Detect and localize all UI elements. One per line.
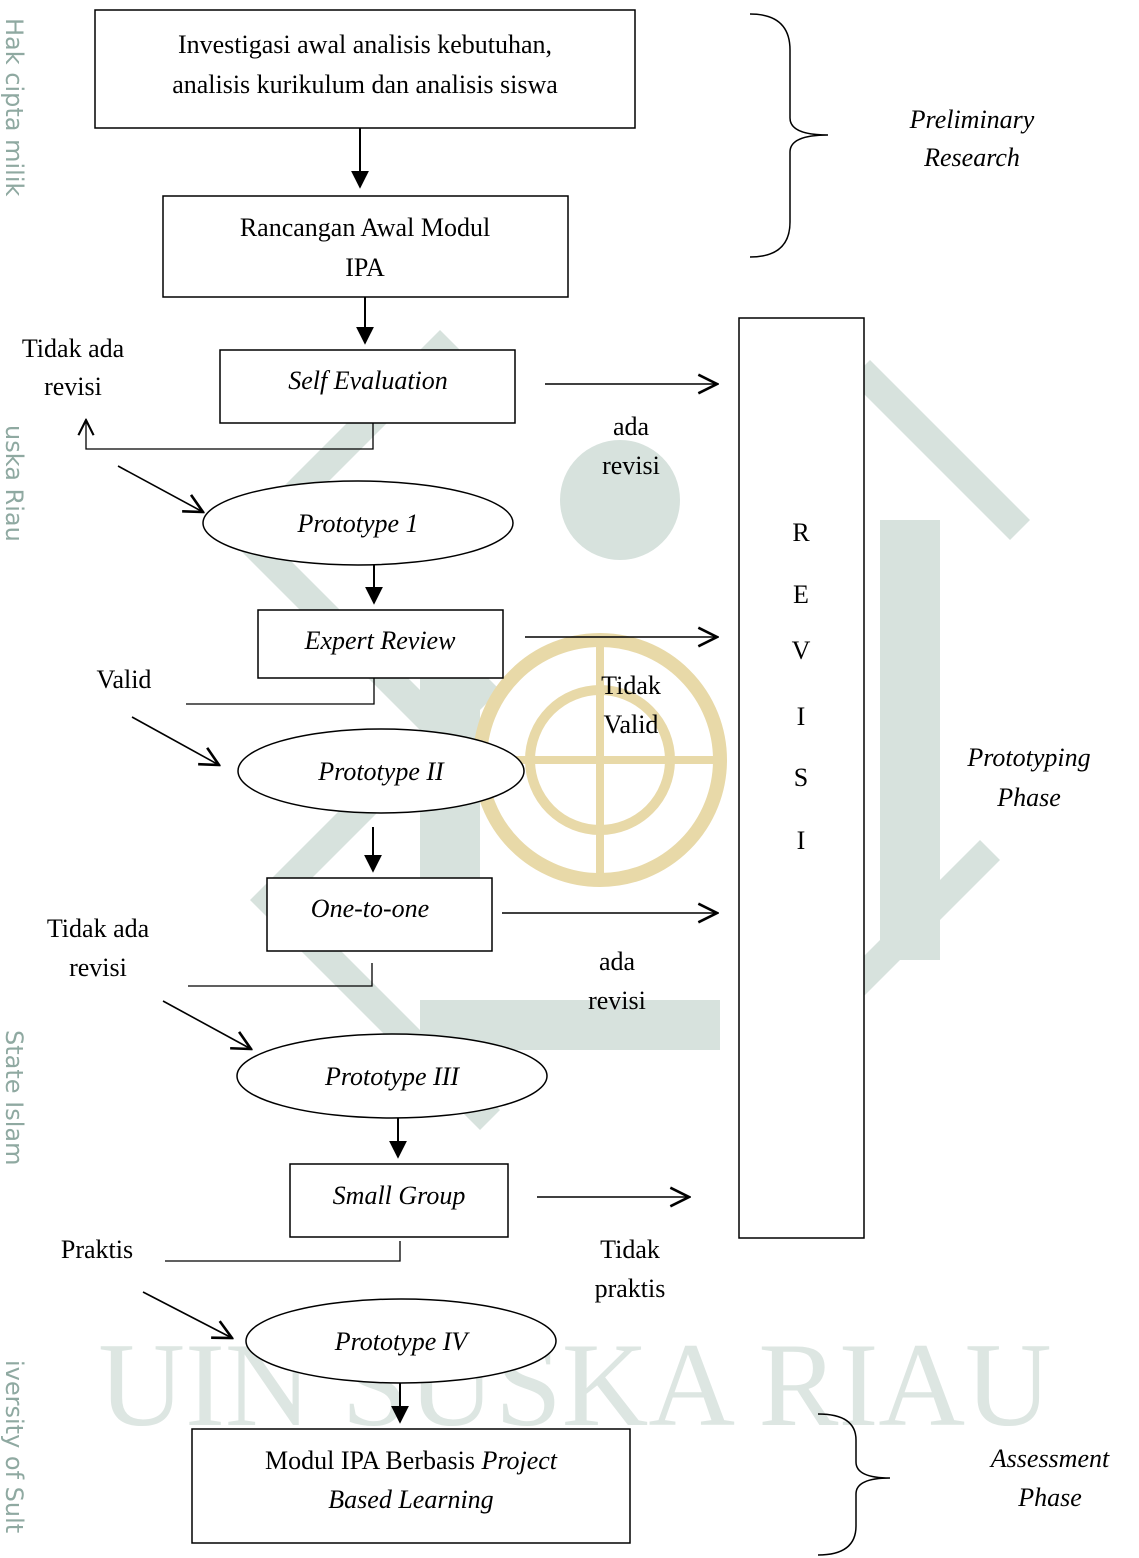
self-evaluation-box: Self Evaluation [219, 349, 516, 424]
small-group-label: Small Group [333, 1181, 466, 1210]
label-tidak-ada-revisi-1a: Tidak ada [22, 334, 125, 363]
watermark-side-text: Hak cipta milik uska Riau State Islam iv… [0, 18, 28, 1533]
rancangan-line-2: IPA [345, 253, 385, 282]
investigasi-line-1: Investigasi awal analisis kebutuhan, [178, 30, 552, 59]
revisi-letter-i: I [797, 702, 806, 731]
label-valid: Valid [97, 665, 152, 694]
self-evaluation-label: Self Evaluation [288, 366, 448, 395]
side-text-3: State Islam [0, 1030, 28, 1166]
feedback-one-to-one [188, 963, 373, 987]
prototype-2-label: Prototype II [317, 757, 445, 786]
preliminary-brace [749, 13, 829, 258]
revisi-letter-r: R [792, 518, 810, 547]
expert-review-label: Expert Review [304, 626, 457, 655]
final-module-box: Modul IPA Berbasis Project Based Learnin… [191, 1428, 631, 1544]
label-tidak-ada-revisi-1b: revisi [44, 372, 102, 401]
prototype-4-ellipse: Prototype IV [245, 1298, 557, 1384]
arrow-to-prototype-2 [131, 716, 219, 765]
revisi-letter-e: E [793, 580, 809, 609]
label-tidak-valid-a: Tidak [601, 671, 661, 700]
final-module-line-1: Modul IPA Berbasis Project [265, 1446, 558, 1475]
phase-assessment-2: Phase [1017, 1483, 1082, 1512]
label-ada-revisi-2a: ada [599, 947, 636, 976]
assessment-brace [817, 1413, 891, 1556]
feedback-expert-review [186, 678, 375, 705]
prototype-1-label: Prototype 1 [296, 509, 418, 538]
label-tidak-valid-b: Valid [604, 710, 659, 739]
investigasi-box: Investigasi awal analisis kebutuhan, ana… [94, 9, 636, 129]
arrow-to-prototype-1 [117, 465, 203, 512]
phase-prototyping-2: Phase [996, 783, 1061, 812]
rancangan-line-1: Rancangan Awal Modul [240, 213, 490, 242]
phase-assessment-1: Assessment [989, 1444, 1110, 1473]
label-ada-revisi-2b: revisi [588, 986, 646, 1015]
prototype-3-ellipse: Prototype III [236, 1033, 548, 1119]
small-group-box: Small Group [289, 1163, 509, 1238]
final-module-text-a: Modul IPA Berbasis [265, 1446, 481, 1475]
arrow-to-prototype-4 [142, 1291, 232, 1338]
phase-preliminary-2: Research [923, 143, 1020, 172]
rancangan-box: Rancangan Awal Modul IPA [162, 195, 569, 298]
label-tidak-ada-revisi-2a: Tidak ada [47, 914, 150, 943]
prototype-3-label: Prototype III [324, 1062, 460, 1091]
revisi-box: R E V I S I [738, 317, 865, 1239]
prototype-2-ellipse: Prototype II [237, 728, 525, 814]
side-text-1: Hak cipta milik [0, 18, 28, 197]
label-praktis: Praktis [61, 1235, 133, 1264]
side-text-2: uska Riau [0, 425, 28, 542]
label-tidak-praktis-b: praktis [595, 1274, 666, 1303]
arrow-to-prototype-3 [162, 1000, 251, 1049]
side-text-4: iversity of Sult [0, 1360, 28, 1533]
revisi-letter-s: S [794, 763, 808, 792]
expert-review-box: Expert Review [257, 609, 504, 679]
feedback-self-evaluation [86, 420, 374, 450]
revisi-letter-v: V [792, 636, 811, 665]
label-ada-revisi-1a: ada [613, 412, 650, 441]
final-module-line-2: Based Learning [328, 1485, 493, 1514]
label-tidak-ada-revisi-2b: revisi [69, 953, 127, 982]
label-tidak-praktis-a: Tidak [600, 1235, 660, 1264]
label-ada-revisi-1b: revisi [602, 451, 660, 480]
investigasi-line-2: analisis kurikulum dan analisis siswa [172, 70, 558, 99]
phase-prototyping-1: Prototyping [966, 743, 1090, 772]
feedback-small-group [165, 1241, 401, 1262]
final-module-text-b: Project [480, 1446, 557, 1475]
prototype-1-ellipse: Prototype 1 [202, 480, 514, 566]
one-to-one-label: One-to-one [311, 894, 429, 923]
prototype-4-label: Prototype IV [334, 1327, 471, 1356]
revisi-letter-i2: I [797, 826, 806, 855]
one-to-one-box: One-to-one [266, 877, 493, 952]
phase-preliminary-1: Preliminary [909, 105, 1035, 134]
